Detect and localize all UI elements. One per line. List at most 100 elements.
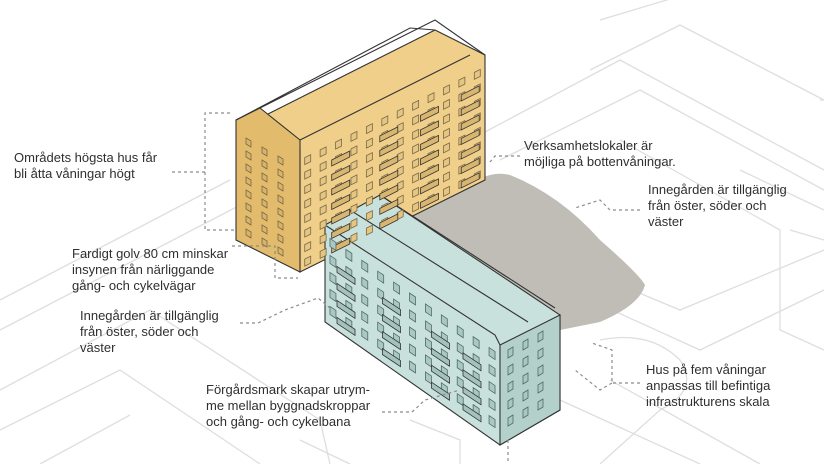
tall-building-balconies (331, 85, 480, 254)
window (412, 99, 420, 112)
balcony (431, 381, 450, 401)
leader-five-floors-2 (574, 369, 613, 391)
balcony (420, 149, 439, 166)
balcony (420, 120, 439, 137)
window (412, 143, 420, 155)
window (245, 228, 252, 239)
balcony (336, 265, 356, 286)
window (361, 276, 369, 291)
window (522, 355, 529, 368)
window (304, 211, 312, 224)
window (365, 224, 373, 236)
window (350, 232, 358, 244)
window (329, 288, 337, 303)
window (319, 233, 327, 245)
balcony (382, 347, 401, 368)
annotation-business-line-1: Verksamhetslokaler är (524, 138, 653, 153)
leader-courtyard-left (240, 297, 331, 324)
balcony (379, 184, 399, 201)
balcony (382, 313, 401, 334)
window (522, 406, 529, 419)
leader-courtyard-right (574, 199, 640, 211)
window (412, 201, 420, 213)
annotation-courtyard-right-line-2: från öster, söder och (648, 198, 767, 213)
window (350, 188, 358, 201)
window (473, 68, 481, 81)
window (277, 194, 284, 205)
window (412, 114, 420, 126)
window (409, 360, 416, 374)
balcony (431, 364, 450, 384)
window (245, 202, 252, 213)
balcony (460, 114, 480, 131)
window (261, 172, 268, 183)
window (365, 180, 373, 193)
window (365, 166, 373, 178)
window (412, 157, 420, 170)
window (319, 146, 327, 158)
annotation-courtyard-right-line-1: Innegården är tillgänglig (648, 182, 787, 197)
window (261, 211, 268, 222)
window (537, 330, 544, 343)
window (412, 186, 420, 199)
balcony (331, 222, 351, 240)
balcony (462, 403, 482, 423)
window (277, 233, 284, 244)
window (537, 347, 544, 360)
window (350, 217, 358, 230)
window (365, 209, 373, 222)
annotation-five-floors-line-1: Hus på fem våningar (646, 362, 766, 377)
window (507, 414, 514, 427)
window (412, 172, 420, 184)
window (537, 381, 544, 394)
annotation-five-floors-line-3: infrastrukturens skala (646, 394, 770, 409)
window (261, 198, 268, 209)
window (277, 155, 284, 166)
window (329, 237, 337, 252)
window (409, 326, 416, 340)
window (365, 137, 373, 149)
window (329, 271, 337, 286)
balcony (379, 198, 399, 216)
leader-five-floors (591, 342, 640, 384)
annotation-tallest: Områdets högsta hus får bli åtta våninga… (14, 150, 157, 182)
window (277, 207, 284, 218)
balcony (431, 347, 450, 367)
window (304, 240, 312, 253)
annotation-business-line-2: möjliga på bottenvåningar. (524, 154, 676, 169)
annotation-raised-floor-line-1: Fardigt golv 80 cm minskar (72, 246, 229, 261)
window (409, 309, 416, 323)
window (443, 156, 450, 169)
annotation-courtyard-left: Innegården är tillgänglig från öster, sö… (80, 308, 219, 356)
low-building-balconies (336, 265, 482, 423)
window (245, 163, 252, 174)
window (522, 372, 529, 385)
window (277, 220, 284, 231)
annotation-courtyard-right: Innegården är tillgänglig från öster, sö… (648, 182, 787, 230)
window (319, 175, 327, 187)
window (522, 338, 529, 351)
annotation-courtyard-left-line-1: Innegården är tillgänglig (80, 308, 219, 323)
window (245, 189, 252, 200)
window (261, 159, 268, 170)
window (365, 151, 373, 164)
window (443, 113, 450, 125)
window (304, 255, 312, 267)
balcony (460, 157, 480, 175)
window (409, 292, 416, 306)
window (335, 138, 342, 150)
annotation-five-floors-line-2: anpassas till befintiga (646, 378, 771, 393)
window (350, 145, 358, 157)
annotation-front-yard-line-1: Förgårdsmark skapar utrym- (206, 382, 370, 397)
window (537, 398, 544, 411)
window (377, 270, 385, 284)
window (245, 137, 252, 148)
leader-lines (172, 112, 640, 464)
leader-business (489, 155, 520, 163)
balcony (331, 164, 351, 182)
balcony (420, 163, 439, 181)
window (488, 414, 496, 429)
window (245, 176, 252, 187)
